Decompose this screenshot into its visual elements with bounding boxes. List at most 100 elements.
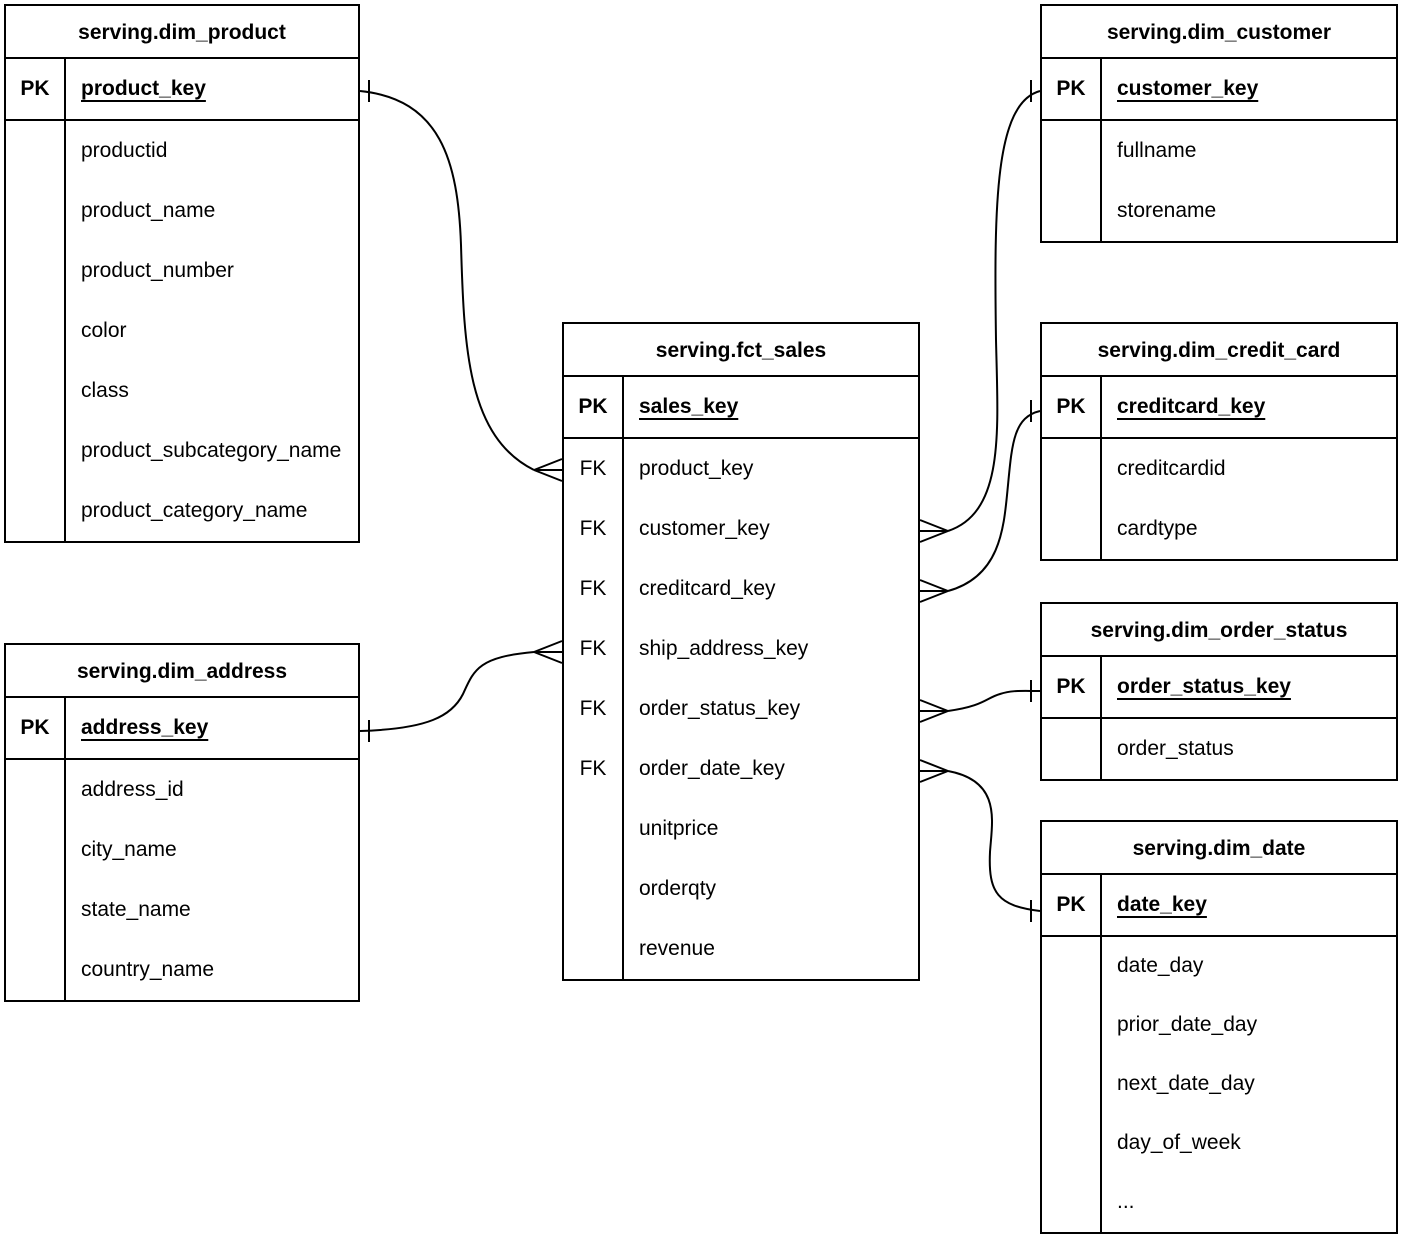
fk-tag [1042,1055,1102,1114]
relationship-line [947,410,1041,592]
table-title: serving.fct_sales [564,324,918,377]
fk-tag [6,361,66,421]
fk-tag [564,859,624,919]
field-name: productid [81,138,168,162]
table-row: day_of_week [1042,1114,1396,1173]
fk-tag [1042,181,1102,241]
pk-field-name: date_key [1117,892,1207,916]
field-name: address_id [81,777,184,801]
relationship-address [359,640,563,742]
crow-foot-many [533,640,563,664]
table-row: product_number [6,241,358,301]
crow-foot-many [919,699,949,723]
field-name: customer_key [639,516,770,540]
pk-row: PK sales_key [564,377,918,439]
field-name: prior_date_day [1117,1013,1258,1037]
table-dim-order-status: serving.dim_order_status PK order_status… [1040,602,1398,781]
field-name: product_category_name [81,498,308,522]
pk-field-name: product_key [81,76,206,100]
relationship-customer [919,80,1041,543]
relationship-order-date [919,759,1041,922]
table-row: ... [1042,1173,1396,1232]
fk-tag: FK [564,499,624,559]
pk-field-name: sales_key [639,394,739,418]
field-name: order_date_key [639,756,785,780]
field-name: unitprice [639,816,719,840]
field-name: order_status_key [639,696,801,720]
table-row: cardtype [1042,499,1396,559]
field-name: revenue [639,936,715,960]
table-row: address_id [6,760,358,820]
fk-tag [6,820,66,880]
fk-tag [1042,121,1102,181]
table-title: serving.dim_credit_card [1042,324,1396,377]
table-row: state_name [6,880,358,940]
table-row: fullname [1042,121,1396,181]
crow-foot-many [919,519,949,543]
table-row: FK order_status_key [564,679,918,739]
fk-tag [564,919,624,979]
fk-tag: FK [564,739,624,799]
pk-field-name: order_status_key [1117,674,1291,698]
field-name: country_name [81,957,215,981]
table-body: fullname storename [1042,121,1396,241]
fk-tag [6,481,66,541]
pk-tag: PK [1042,377,1102,437]
table-row: orderqty [564,859,918,919]
table-row: revenue [564,919,918,979]
field-name: day_of_week [1117,1131,1241,1155]
field-name: product_name [81,198,216,222]
field-name: product_key [639,456,754,480]
relationship-line [947,689,1041,712]
pk-field-name: address_key [81,715,209,739]
field-name: next_date_day [1117,1072,1255,1096]
relationship-line [359,651,535,732]
table-row: product_subcategory_name [6,421,358,481]
table-row: product_category_name [6,481,358,541]
table-row: order_status [1042,719,1396,779]
field-name: city_name [81,837,177,861]
table-row: storename [1042,181,1396,241]
pk-row: PK creditcard_key [1042,377,1396,439]
pk-tag: PK [1042,59,1102,119]
relationship-product [359,80,563,482]
table-title: serving.dim_date [1042,822,1396,875]
pk-tag: PK [1042,875,1102,935]
pk-row: PK order_status_key [1042,657,1396,719]
fk-tag [6,301,66,361]
fk-tag [1042,1114,1102,1173]
crow-foot-many [533,458,563,482]
field-name: class [81,378,129,402]
field-name: fullname [1117,138,1197,162]
fk-tag [564,799,624,859]
table-row: country_name [6,940,358,1000]
table-title: serving.dim_order_status [1042,604,1396,657]
relationship-order-status [919,680,1041,723]
pk-tag: PK [1042,657,1102,717]
field-name: ship_address_key [639,636,809,660]
field-name: ... [1117,1190,1135,1214]
table-row: productid [6,121,358,181]
pk-row: PK product_key [6,59,358,121]
table-row: city_name [6,820,358,880]
table-row: color [6,301,358,361]
fk-tag [6,880,66,940]
table-row: unitprice [564,799,918,859]
relationship-creditcard [919,400,1041,603]
fk-tag: FK [564,679,624,739]
table-row: prior_date_day [1042,996,1396,1055]
fk-tag [1042,937,1102,996]
table-row: product_name [6,181,358,241]
fk-tag: FK [564,559,624,619]
fk-tag [1042,439,1102,499]
pk-field-name: customer_key [1117,76,1259,100]
table-title: serving.dim_address [6,645,358,698]
